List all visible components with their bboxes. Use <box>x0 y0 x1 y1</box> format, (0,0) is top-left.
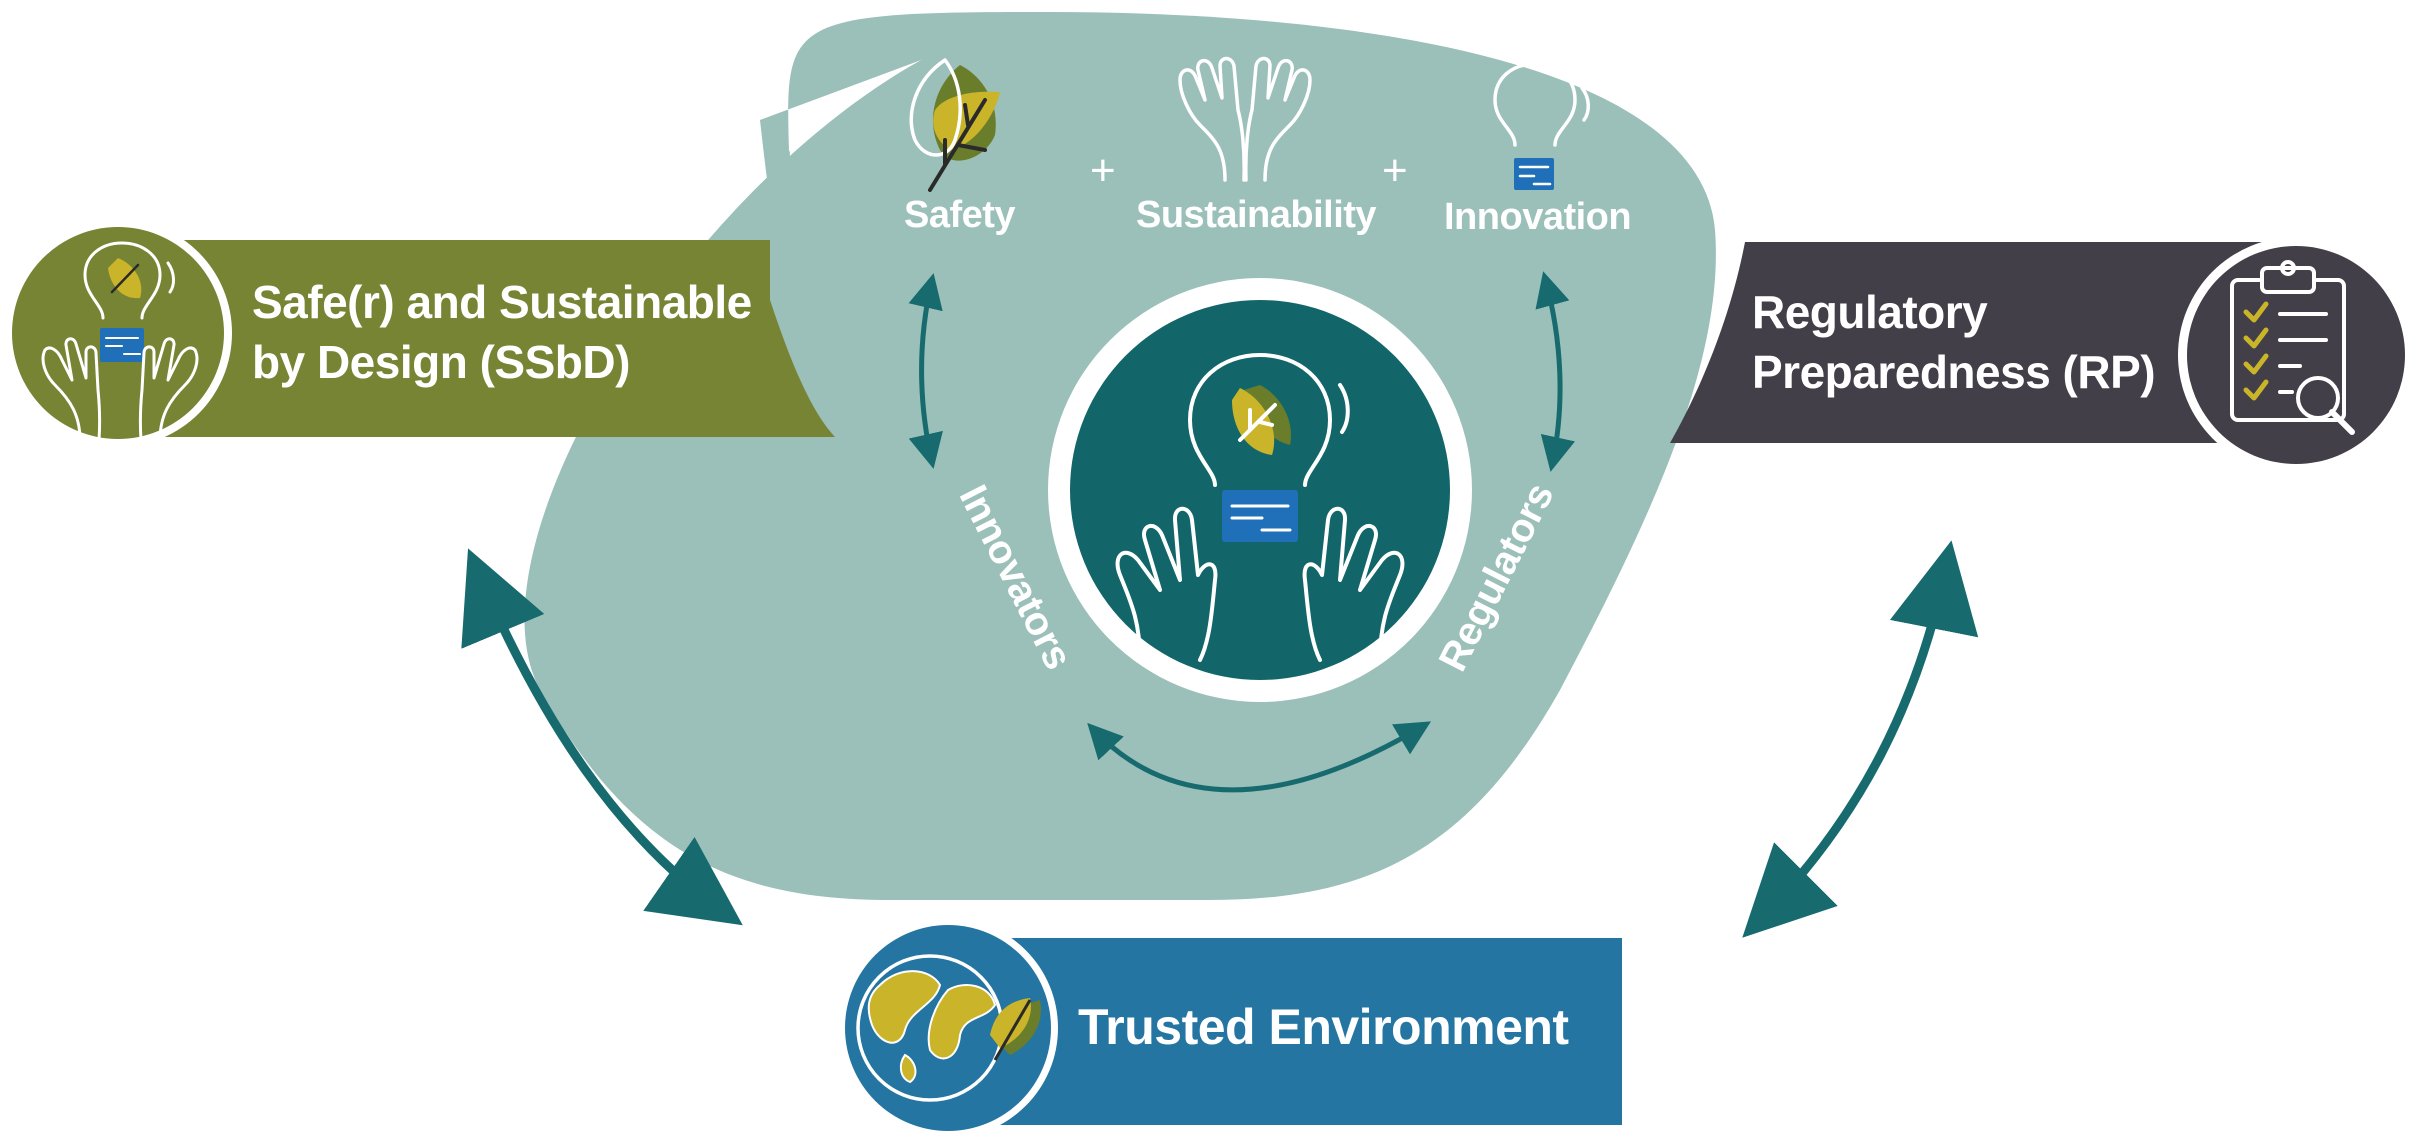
rp-title-line1: Regulatory <box>1752 286 1988 338</box>
trusted-environment-label: Trusted Environment <box>1078 999 1569 1055</box>
ssbd-title-line1: Safe(r) and Sustainable <box>252 276 752 328</box>
rp-clipboard-icon <box>2230 260 2355 435</box>
center-bulb-hands-icon <box>1115 353 1405 662</box>
innovation-label: Innovation <box>1444 196 1632 238</box>
arrow-innovators-regulators <box>1087 721 1432 793</box>
plus-sign: + <box>1382 146 1408 195</box>
arrow-innovation-regulators <box>1535 271 1576 472</box>
arrow-ssbd-trusted <box>461 548 743 926</box>
rp-title-line2: Preparedness (RP) <box>1752 346 2156 398</box>
ssbd-bulb-hands-icon <box>41 241 199 442</box>
innovation-bulb-icon <box>1493 62 1590 190</box>
arrow-safety-innovators <box>908 273 943 469</box>
safety-label: Safety <box>904 194 1016 236</box>
ssbd-banner <box>120 240 835 437</box>
triangle-fill-left <box>760 12 1050 270</box>
ssbd-title: Safe(r) and Sustainable by Design (SSbD) <box>252 272 752 392</box>
trusted-globe-icon <box>856 954 1041 1102</box>
arrow-rp-trusted <box>1742 540 1979 938</box>
plus-sign: + <box>1090 146 1116 195</box>
rp-circle <box>2187 246 2405 464</box>
rp-title: Regulatory Preparedness (RP) <box>1752 282 2156 402</box>
trusted-banner <box>960 938 1622 1125</box>
rp-banner <box>1670 242 2300 443</box>
sustainability-hands-icon <box>1178 56 1312 182</box>
safety-leaf-icon <box>909 58 1000 192</box>
ssbd-title-line2: by Design (SSbD) <box>252 336 630 388</box>
sustainability-label: Sustainability <box>1136 194 1377 236</box>
